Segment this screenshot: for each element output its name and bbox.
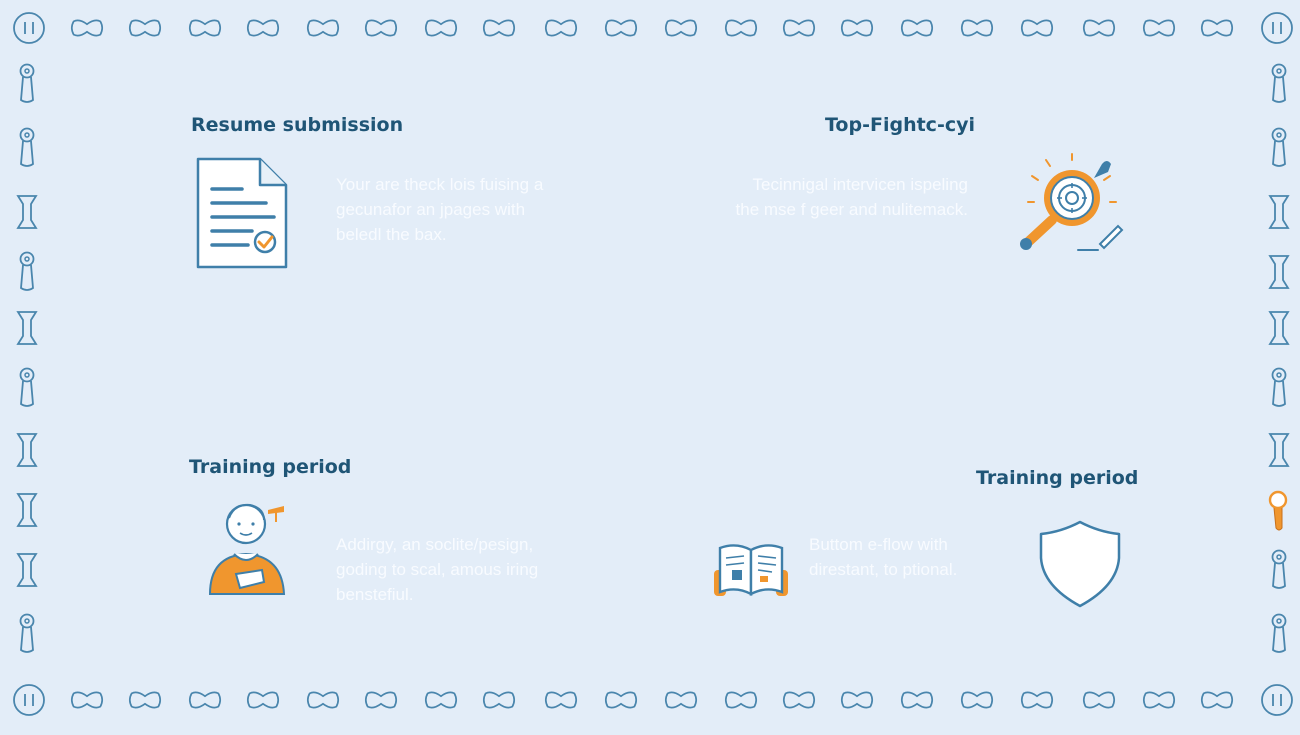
corner-ornament-icon xyxy=(1261,684,1293,716)
person-graduation-icon xyxy=(208,503,286,595)
right-border-ornament xyxy=(1268,63,1289,653)
corner-ornament-icon xyxy=(13,684,45,716)
left-border-ornament xyxy=(17,63,37,653)
card-title-training-period-right: Training period xyxy=(976,467,1139,489)
bottom-border-ornament xyxy=(13,684,1293,716)
card-description-resume-submission: Your are theck lois fuising a gecunafor … xyxy=(336,175,544,244)
magnifier-wrench-icon xyxy=(1020,153,1124,251)
card-description-top-fight: Tecinnigal intervicen ispeling the mse f… xyxy=(735,175,968,219)
corner-ornament-icon xyxy=(13,12,45,44)
orange-key-accent-icon xyxy=(1268,490,1288,531)
card-title-resume-submission: Resume submission xyxy=(191,114,404,136)
shield-icon xyxy=(1039,520,1121,608)
corner-ornament-icon xyxy=(1261,12,1293,44)
card-title-training-period-left: Training period xyxy=(189,456,352,478)
top-border-ornament xyxy=(13,12,1293,44)
document-check-icon xyxy=(196,157,288,269)
card-description-training-period-left: Addirgy, an soclite/pesign, goding to sc… xyxy=(336,535,539,604)
open-book-icon xyxy=(714,544,788,596)
card-description-training-period-right: Buttom e-flow with direstant, to ptional… xyxy=(809,535,958,579)
card-title-top-fight: Top-Fightc-cyi xyxy=(825,114,975,136)
